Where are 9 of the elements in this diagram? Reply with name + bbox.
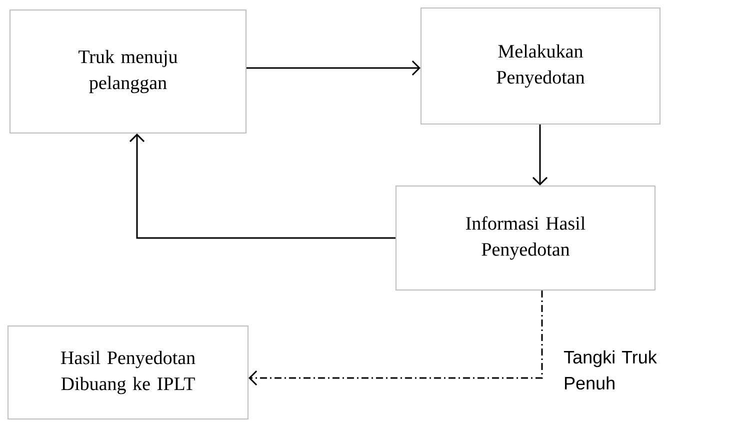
process-box: Informasi Hasil Penyedotan bbox=[396, 185, 656, 290]
process-box: Hasil Penyedotan Dibuang ke IPLT bbox=[8, 325, 248, 420]
arrow bbox=[129, 133, 396, 239]
process-box: Truk menuju pelanggan bbox=[10, 10, 246, 134]
process-box: Melakukan Penyedotan bbox=[420, 8, 660, 124]
arrow bbox=[246, 60, 420, 76]
edge-label: Tangki Truk Penuh bbox=[564, 350, 657, 390]
arrow bbox=[532, 124, 548, 186]
arrow bbox=[248, 290, 543, 386]
